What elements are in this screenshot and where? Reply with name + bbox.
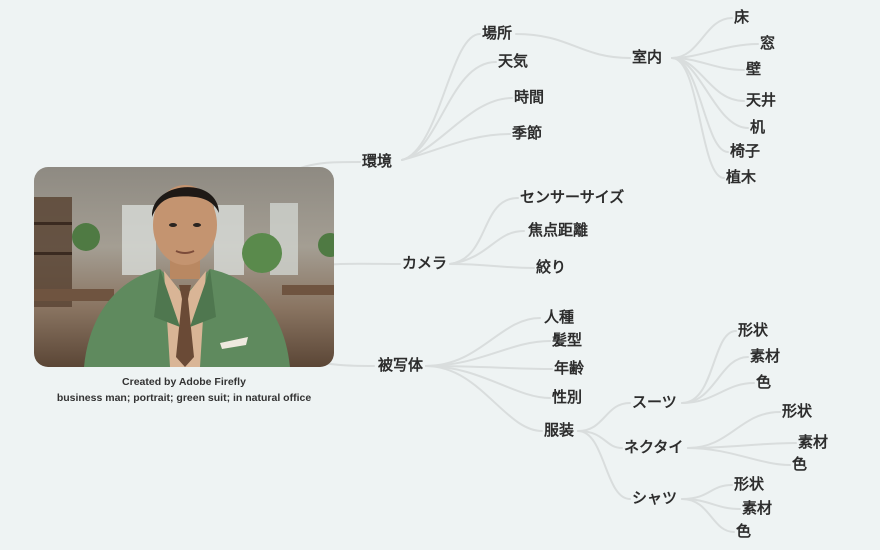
node-hairstyle[interactable]: 髪型 [552,333,582,348]
node-indoor-wall[interactable]: 壁 [746,62,761,77]
node-necktie-color[interactable]: 色 [792,457,807,472]
node-necktie-shape[interactable]: 形状 [782,404,812,419]
link-tie-color [688,448,790,465]
node-gender[interactable]: 性別 [552,390,582,405]
node-suit-color[interactable]: 色 [756,375,771,390]
node-shirt-color[interactable]: 色 [736,524,751,539]
node-weather[interactable]: 天気 [498,54,528,69]
photo-caption-title: Created by Adobe Firefly [34,376,334,388]
node-focal-length[interactable]: 焦点距離 [528,223,588,238]
photo-caption-prompt: business man; portrait; green suit; in n… [34,392,334,404]
link-place-indoor [516,34,630,58]
node-clothing[interactable]: 服装 [544,423,574,438]
link-cloth-shirt [578,431,630,499]
node-shirt-material[interactable]: 素材 [742,501,772,516]
link-cam-sensor [450,198,518,264]
node-race[interactable]: 人種 [544,310,574,325]
link-subj-clothing [426,366,542,431]
link-indoor-floor [672,18,732,58]
node-place[interactable]: 場所 [482,26,512,41]
node-indoor-desk[interactable]: 机 [750,120,765,135]
node-suit-shape[interactable]: 形状 [738,323,768,338]
link-subj-gender [426,366,550,398]
node-indoor-window[interactable]: 窓 [760,36,775,51]
link-indoor-chair [672,58,728,152]
node-necktie-material[interactable]: 素材 [798,435,828,450]
node-camera[interactable]: カメラ [402,256,447,271]
node-indoor-plant[interactable]: 植木 [726,170,756,185]
link-cam-focal [450,231,524,264]
link-subj-hair [426,341,550,366]
node-indoor-chair[interactable]: 椅子 [730,144,760,159]
node-shirt-shape[interactable]: 形状 [734,477,764,492]
link-indoor-plant [672,58,724,178]
portrait-photo [34,167,334,367]
node-indoor-ceiling[interactable]: 天井 [746,93,776,108]
node-shirt[interactable]: シャツ [632,491,677,506]
node-indoor[interactable]: 室内 [632,50,662,65]
link-env-place [402,34,480,160]
node-aperture[interactable]: 絞り [536,260,566,275]
link-indoor-desk [672,58,748,128]
link-cloth-suit [578,403,630,431]
node-season[interactable]: 季節 [512,126,542,141]
node-sensor-size[interactable]: センサーサイズ [520,190,624,205]
portrait-illustration [34,167,334,367]
node-environment[interactable]: 環境 [362,154,392,169]
node-time[interactable]: 時間 [514,90,544,105]
node-necktie[interactable]: ネクタイ [624,440,683,455]
link-cam-aperture [450,264,534,268]
link-subj-race [426,318,540,366]
link-shirt-shape [682,485,732,499]
node-subject[interactable]: 被写体 [378,358,423,373]
node-age[interactable]: 年齢 [554,361,584,376]
node-indoor-floor[interactable]: 床 [734,10,749,25]
node-suit-material[interactable]: 素材 [750,349,780,364]
link-tie-shape [688,412,780,448]
link-indoor-window [672,44,758,58]
link-shirt-color [682,499,734,532]
node-suit[interactable]: スーツ [632,395,677,410]
